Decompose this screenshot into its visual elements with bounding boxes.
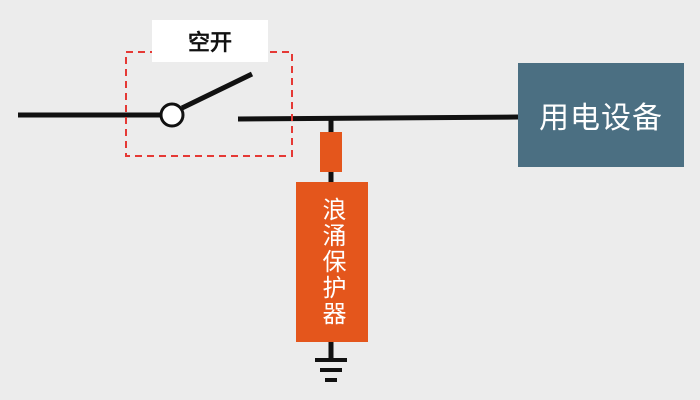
breaker-frame: [125, 51, 293, 157]
surge-protector-label: 浪涌保护器: [318, 197, 346, 327]
spd-fuse: [320, 132, 342, 172]
outgoing-line: [237, 114, 519, 122]
switch-contact-icon: [159, 102, 185, 128]
surge-protector-body: 浪涌保护器: [296, 182, 368, 342]
ground-symbol-icon: [315, 358, 347, 382]
switch-blade: [180, 71, 254, 111]
breaker-label: 空开: [152, 20, 268, 62]
device-box: 用电设备: [518, 63, 684, 167]
device-label: 用电设备: [539, 101, 663, 136]
